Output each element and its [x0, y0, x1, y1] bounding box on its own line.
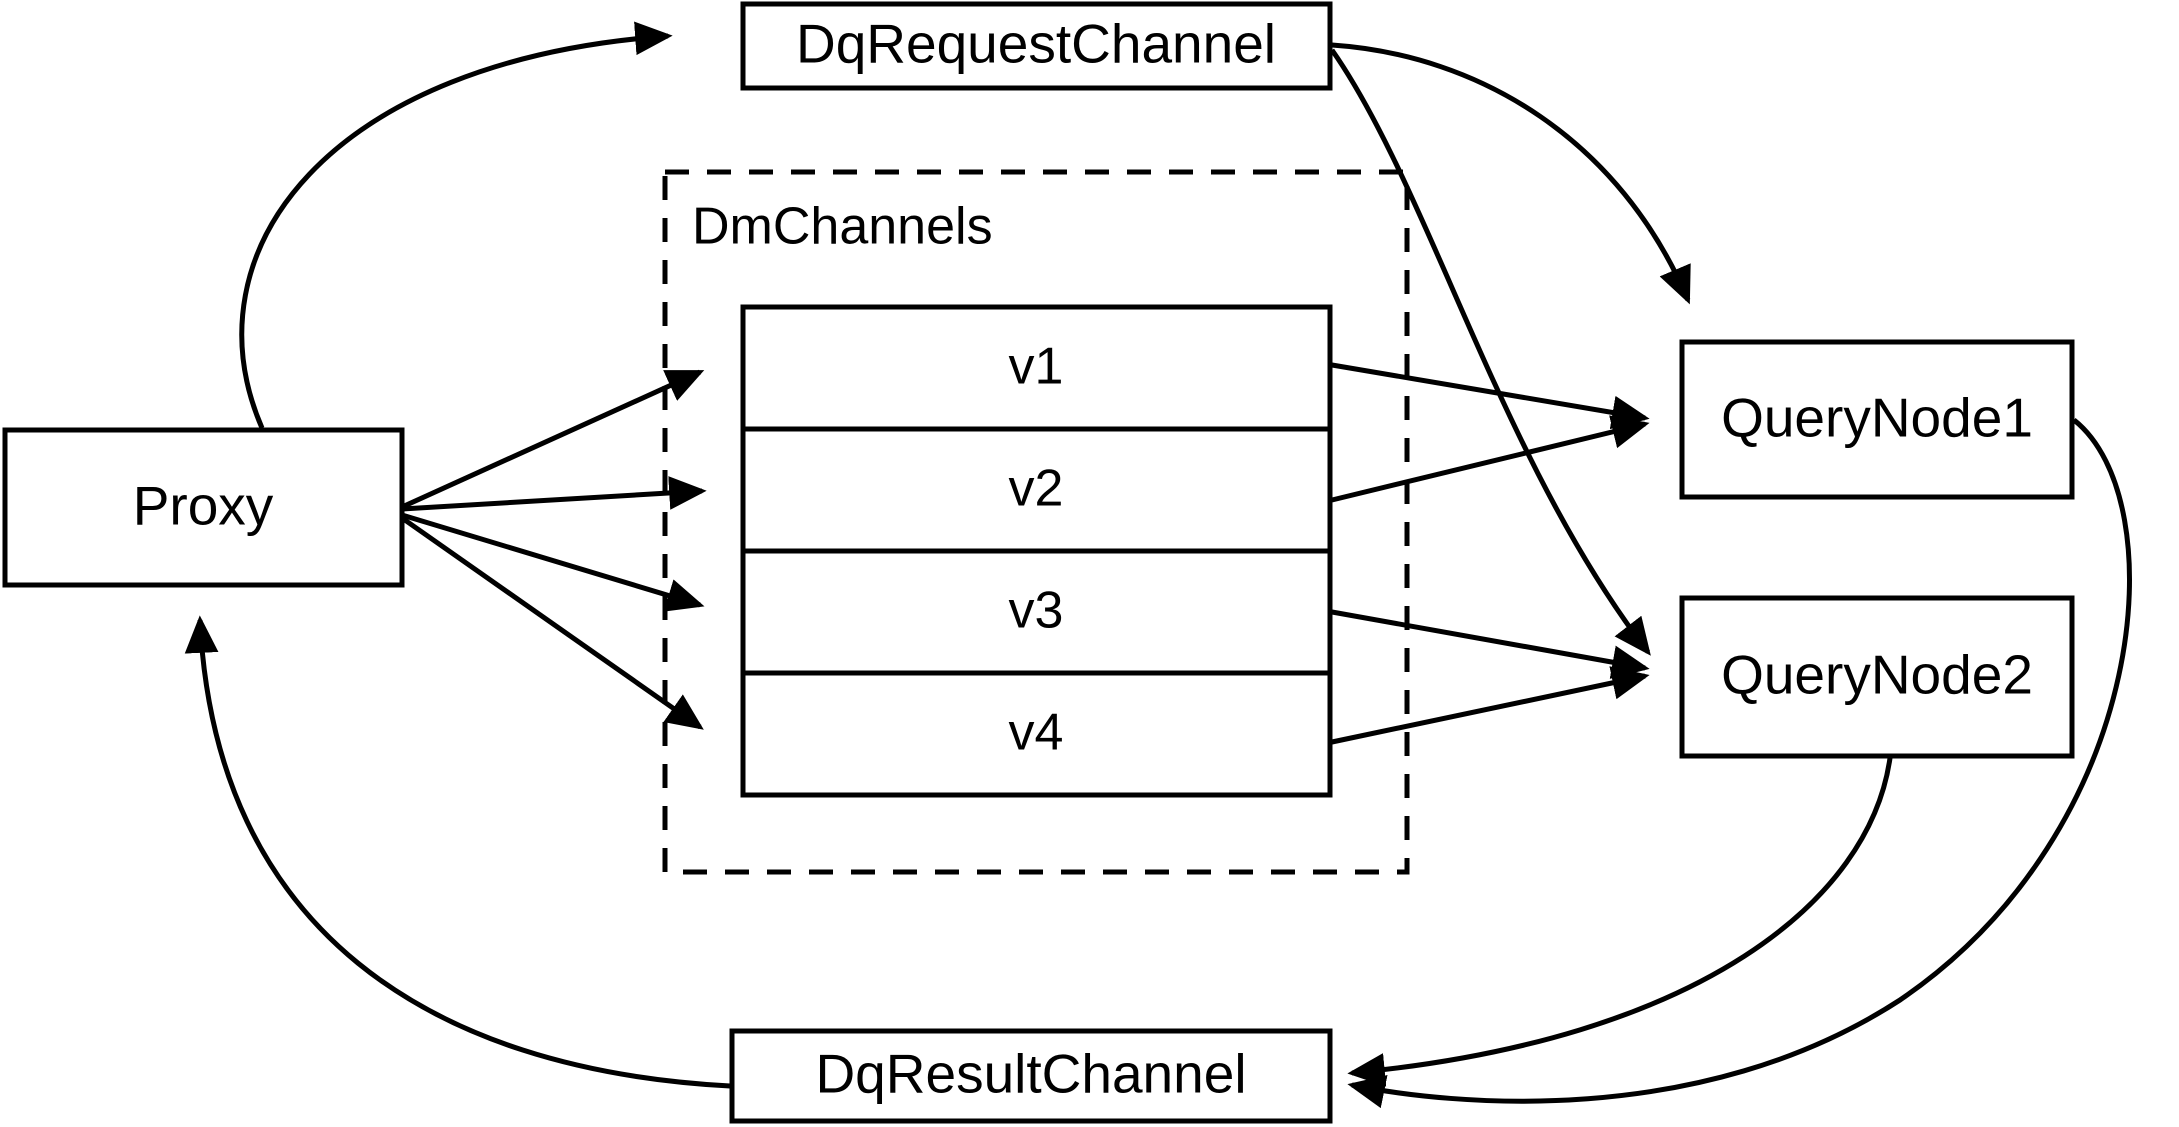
- query-node-2-box[interactable]: [1679, 595, 2075, 759]
- dq-request-channel-box[interactable]: [740, 1, 1333, 91]
- edge-dq-request-channel-to-query-node-1: [1331, 42, 1691, 305]
- dm-channels-stack: v1 v2 v3 v4: [740, 304, 1333, 798]
- dm-channels-group-border: [662, 169, 1410, 875]
- query-node-2-label: QueryNode2: [1721, 644, 2033, 706]
- node-query-node-1[interactable]: QueryNode1: [1679, 339, 2075, 500]
- dm-channels-group-label: DmChannels: [692, 198, 993, 256]
- dm-channels-group: DmChannels: [662, 169, 1410, 875]
- node-query-node-2[interactable]: QueryNode2: [1679, 595, 2075, 759]
- dm-channel-row-v2[interactable]: v2: [1009, 460, 1064, 518]
- node-dq-request-channel[interactable]: DqRequestChannel: [740, 1, 1333, 91]
- dm-channel-label-v1: v1: [1009, 338, 1064, 396]
- proxy-label: Proxy: [133, 475, 274, 537]
- query-node-1-box[interactable]: [1679, 339, 2075, 500]
- proxy-box[interactable]: [2, 427, 405, 588]
- edge-v4-to-query-node-2: [1331, 666, 1650, 745]
- node-dq-result-channel[interactable]: DqResultChannel: [729, 1028, 1333, 1124]
- dm-channel-row-v3[interactable]: v3: [1009, 582, 1064, 640]
- edge-query-node-1-to-dq-result-channel: [1347, 418, 2132, 1109]
- edge-v3-to-query-node-2: [1331, 609, 1650, 679]
- dq-request-channel-label: DqRequestChannel: [796, 13, 1276, 75]
- edge-proxy-to-v2: [401, 476, 707, 512]
- dm-channel-label-v2: v2: [1009, 460, 1064, 518]
- dq-result-channel-label: DqResultChannel: [815, 1043, 1246, 1105]
- dq-result-channel-box[interactable]: [729, 1028, 1333, 1124]
- edge-dq-result-channel-to-proxy: [184, 615, 731, 1089]
- edge-v2-to-query-node-1: [1331, 415, 1650, 503]
- dm-channel-row-v1[interactable]: v1: [1009, 338, 1064, 396]
- node-proxy[interactable]: Proxy: [2, 427, 405, 588]
- edge-query-node-2-to-dq-result-channel: [1347, 757, 1893, 1087]
- dm-channel-label-v4: v4: [1009, 704, 1064, 762]
- edge-proxy-to-dq-request-channel: [239, 21, 673, 429]
- query-node-1-label: QueryNode1: [1721, 387, 2033, 449]
- edge-proxy-to-v3: [401, 512, 705, 612]
- edge-dq-request-channel-to-query-node-2: [1329, 48, 1651, 656]
- edge-v1-to-query-node-1: [1331, 362, 1650, 430]
- dm-channel-row-v4[interactable]: v4: [1009, 704, 1064, 762]
- edge-proxy-to-v1: [400, 369, 705, 510]
- dm-channel-label-v3: v3: [1009, 582, 1064, 640]
- edge-proxy-to-v4: [400, 515, 704, 730]
